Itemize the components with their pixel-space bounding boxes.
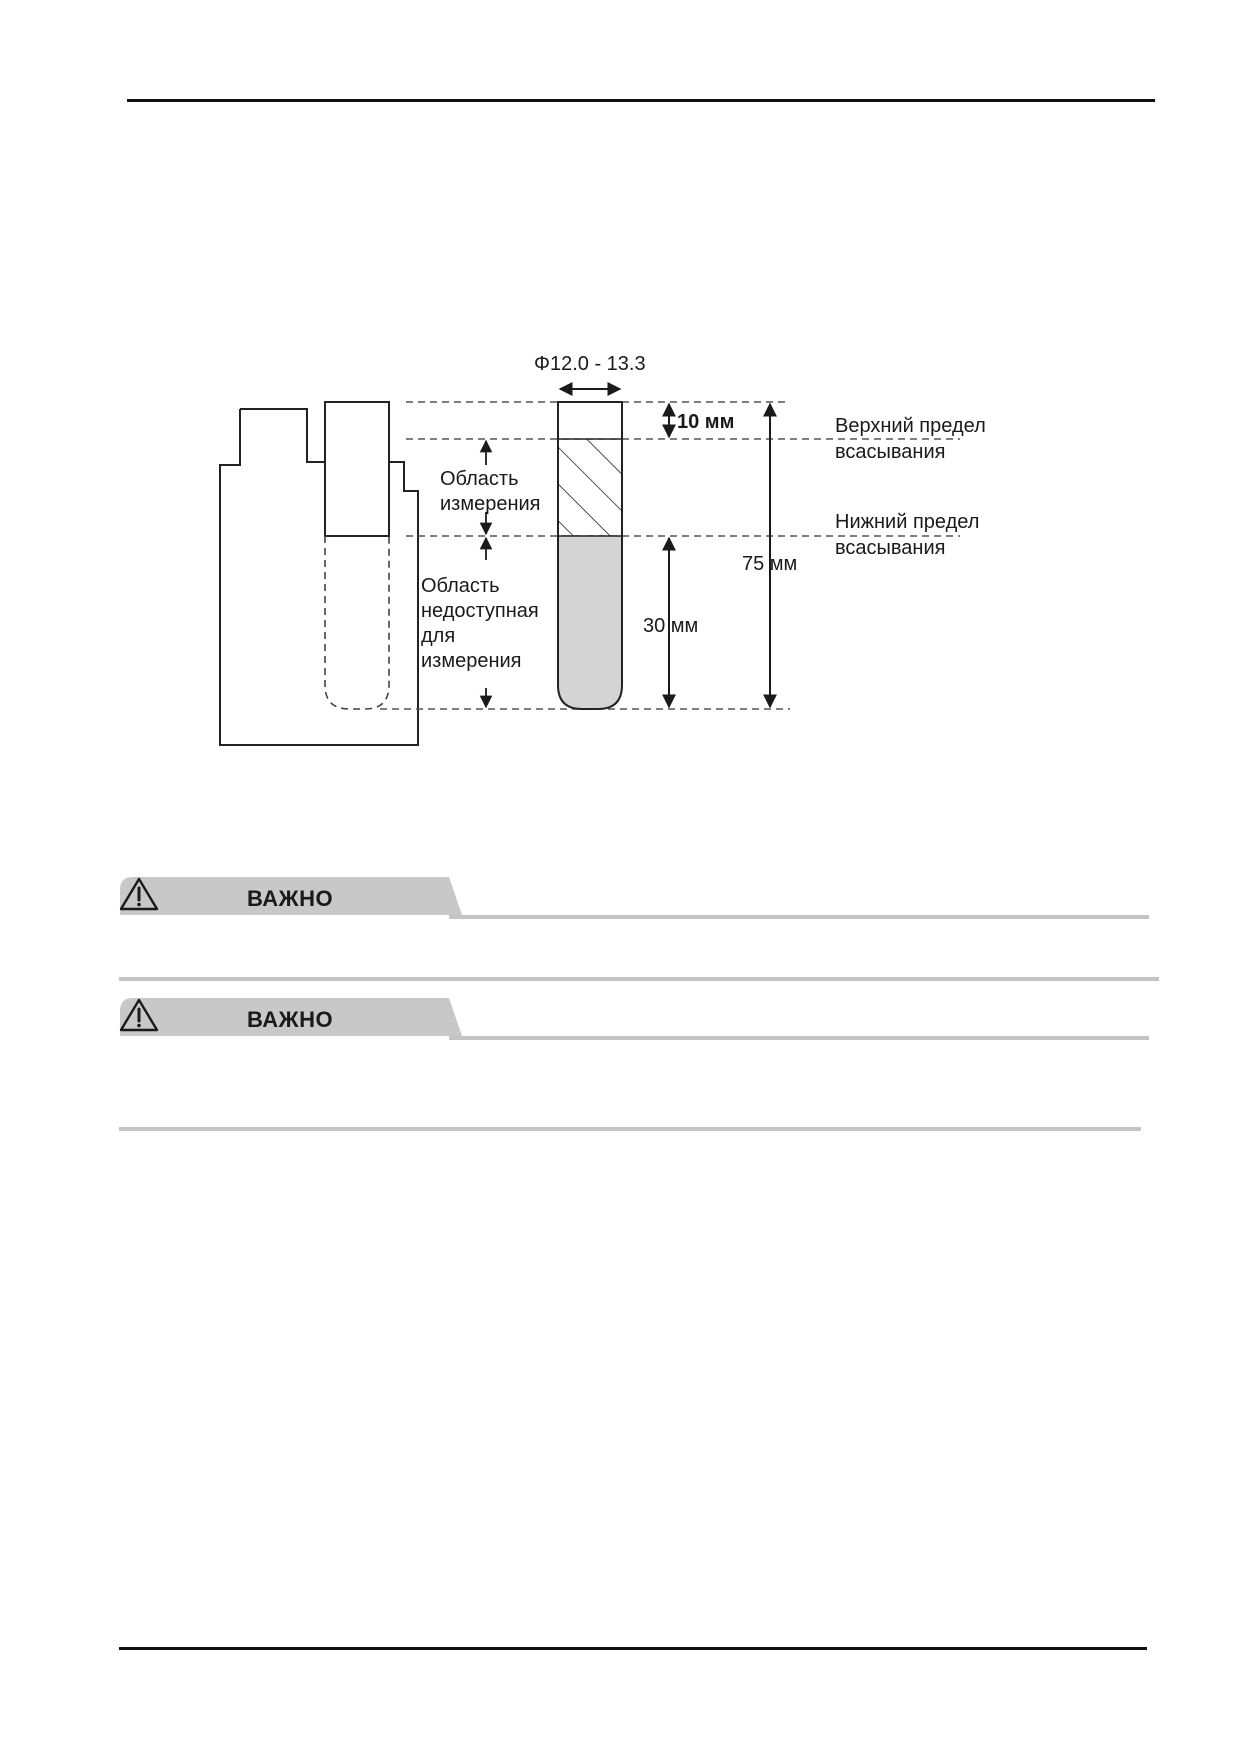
notice-tab: ВАЖНО	[119, 877, 474, 919]
liquid-height-label: 30 мм	[643, 615, 698, 637]
tube-liquid	[558, 536, 622, 709]
notice-underline	[449, 1036, 1149, 1040]
sample-tube-diagram: Φ12.0 - 13.3 10 мм Область измерения Обл…	[219, 353, 986, 746]
unmeasurable-area-label-line1: Область	[421, 575, 500, 597]
total-length-label: 75 мм	[742, 553, 797, 575]
tube-hatched-zone	[558, 439, 622, 536]
notice-title: ВАЖНО	[247, 886, 334, 911]
header-rule	[127, 99, 1155, 102]
upper-limit-label-line1: Верхний предел	[835, 415, 986, 437]
top-gap-label: 10 мм	[677, 411, 734, 433]
unmeasurable-area-label-line4: измерения	[421, 650, 522, 672]
measurement-area-label-line2: измерения	[440, 493, 541, 515]
warning-triangle-icon	[119, 877, 159, 911]
measurement-area-label-line1: Область	[440, 468, 519, 490]
tube-top-empty	[558, 402, 622, 439]
test-tube-outline	[557, 401, 623, 710]
unmeasurable-area-label-line2: недоступная	[421, 600, 539, 622]
notice-bottom-rule	[119, 1127, 1141, 1131]
lower-limit-label-line1: Нижний предел	[835, 511, 979, 533]
diameter-label: Φ12.0 - 13.3	[534, 353, 646, 375]
upper-limit-label-line2: всасывания	[835, 441, 945, 463]
footer-rule	[119, 1647, 1147, 1650]
analyzer-body-step	[240, 408, 325, 463]
notice-bottom-rule	[119, 977, 1159, 981]
tube-holder	[324, 401, 390, 537]
notice-tab: ВАЖНО	[119, 998, 474, 1040]
analyzer-body-outline	[219, 409, 419, 746]
notice-title: ВАЖНО	[247, 1007, 334, 1032]
notice-underline	[449, 915, 1149, 919]
unmeasurable-area-label-line3: для	[421, 625, 455, 647]
warning-triangle-icon	[119, 998, 159, 1032]
hidden-tube-outline	[324, 536, 390, 710]
lower-limit-label-line2: всасывания	[835, 537, 945, 559]
